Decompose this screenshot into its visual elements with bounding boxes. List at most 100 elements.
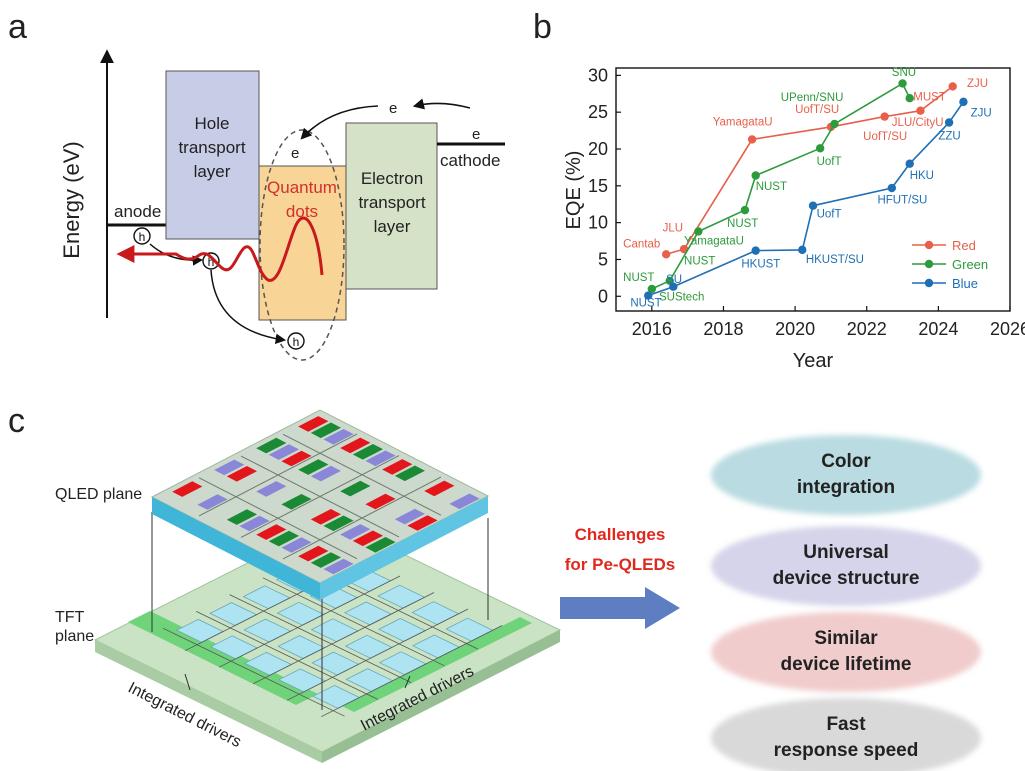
qled-plane-side-left <box>152 497 320 600</box>
electron-injection-arrow <box>412 98 471 110</box>
tft-scan-line <box>196 611 379 700</box>
qled-subpixel-green <box>268 530 299 547</box>
data-point-green <box>830 119 839 129</box>
challenge-oval-2 <box>711 526 981 606</box>
qled-grid-line <box>240 455 400 538</box>
data-point-blue <box>798 245 807 255</box>
data-point-green <box>898 79 907 88</box>
tft-plane-label-line2: plane <box>55 628 94 645</box>
qled-subpixel-green <box>310 552 341 568</box>
data-annotation: UofT/SU <box>795 104 839 116</box>
legend-label-green: Green <box>952 257 988 272</box>
qled-subpixel-red <box>310 509 341 525</box>
electron-label-qd: e <box>291 145 299 162</box>
qled-subpixel-blue <box>394 508 425 525</box>
x-tick-label: 2016 <box>632 319 672 339</box>
qled-subpixel-red <box>172 481 203 497</box>
challenge-oval-line1: Universal <box>803 542 889 563</box>
legend-marker-red <box>924 240 934 250</box>
data-point-blue <box>959 97 968 107</box>
data-point-red <box>747 135 757 144</box>
htl-label-line1: Hole <box>195 114 230 133</box>
data-annotation: HKU <box>910 170 934 182</box>
qled-subpixel-blue <box>365 450 396 467</box>
challenge-oval-3 <box>711 612 981 692</box>
data-annotation: YamagataU <box>713 116 773 128</box>
data-point-blue <box>905 159 914 168</box>
etl-label-line3: layer <box>374 217 411 236</box>
data-annotation: YamagataU <box>684 236 744 248</box>
tft-plane-side-right <box>322 630 560 763</box>
y-tick-label: 15 <box>588 176 608 196</box>
qled-subpixel-red <box>340 437 371 454</box>
x-tick-label: 2026 <box>990 319 1025 339</box>
qd-label-line1: Quantum <box>267 178 337 197</box>
data-annotation: ZJU <box>967 78 988 90</box>
htl-label-line2: transport <box>178 138 245 157</box>
hole-label-htl: h <box>208 255 215 269</box>
drivers-pointer-right <box>404 675 411 689</box>
x-tick-label: 2022 <box>847 319 887 339</box>
qled-pixel-grid <box>172 416 480 575</box>
quantum-dots-layer <box>258 165 347 321</box>
qled-subpixel-green <box>310 422 341 439</box>
qled-subpixel-red <box>256 524 287 540</box>
data-annotation: NUST <box>623 272 654 284</box>
electron-label-cathode: e <box>472 126 480 143</box>
hole-transport-layer <box>165 70 260 240</box>
y-axis-label: EQE (%) <box>563 151 585 230</box>
qled-subpixel-blue <box>340 524 371 540</box>
hole-anode <box>133 227 151 245</box>
hole-htl <box>202 252 220 270</box>
data-annotation: NUST <box>756 181 787 193</box>
data-point-green <box>647 284 657 294</box>
hole-injection-arrow <box>149 243 204 266</box>
hole-label-anode: h <box>139 230 146 244</box>
challenge-oval-line1: Fast <box>826 714 866 735</box>
data-point-green <box>905 93 914 103</box>
challenge-oval-4 <box>711 698 981 771</box>
data-annotation: JLU <box>663 222 683 234</box>
challenges-title-line2: for Pe-QLEDs <box>565 555 676 574</box>
data-annotation: UPenn/SNU <box>781 92 844 104</box>
challenge-oval-line2: response speed <box>774 740 919 761</box>
panel-c: c QLED plane TFT plane Integrated driver… <box>8 402 981 771</box>
qled-plane-side-right <box>320 496 488 600</box>
qled-subpixel-green <box>394 465 425 482</box>
y-tick-label: 5 <box>598 249 608 269</box>
challenge-oval-line2: device lifetime <box>781 654 912 675</box>
tft-data-line <box>287 608 469 701</box>
data-annotation: SUStech <box>659 292 704 304</box>
y-tick-label: 20 <box>588 139 608 159</box>
tft-data-line <box>218 575 401 668</box>
qled-grid-line <box>198 477 358 560</box>
qled-subpixel-blue <box>197 494 228 510</box>
y-tick-label: 30 <box>588 65 608 85</box>
data-annotation: UofT/SU <box>863 131 907 143</box>
data-point-red <box>880 112 889 121</box>
qled-subpixel-green <box>352 444 383 460</box>
qled-plane-label: QLED plane <box>55 486 142 503</box>
tft-scan-line <box>262 577 445 667</box>
qled-grid-line <box>282 476 442 560</box>
qled-subpixel-red <box>226 466 257 482</box>
qled-subpixel-blue <box>310 465 341 482</box>
qled-subpixel-blue <box>323 429 354 445</box>
qled-subpixel-red <box>365 493 396 510</box>
y-tick-label: 25 <box>588 102 608 122</box>
panel-a-letter: a <box>8 8 27 46</box>
photon-emission-wave <box>116 216 324 282</box>
x-tick-label: 2018 <box>703 319 743 339</box>
data-annotation: HFUT/SU <box>877 194 927 206</box>
integrated-drivers-strip-right <box>342 617 532 712</box>
data-point-red <box>916 106 925 115</box>
tft-plane-label-line1: TFT <box>55 609 85 626</box>
anode-label: anode <box>114 202 161 221</box>
qled-subpixel-blue <box>323 558 354 575</box>
data-point-blue <box>669 282 678 291</box>
chart-lines <box>644 79 968 300</box>
tft-scan-line <box>229 594 412 683</box>
qled-subpixel-green <box>226 509 257 525</box>
